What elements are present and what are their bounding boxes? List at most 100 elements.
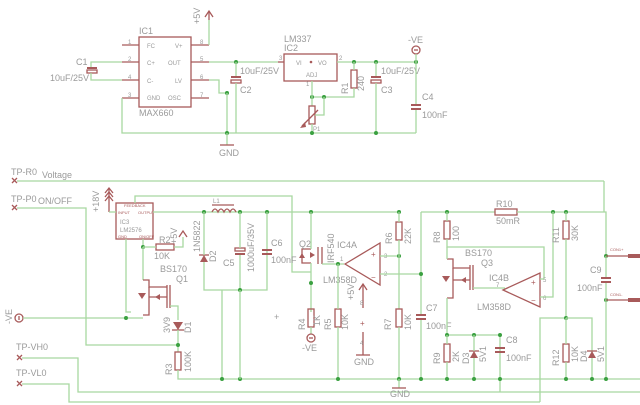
svg-text:Voltage: Voltage — [42, 170, 72, 180]
capacitor-c8[interactable]: C8 100nF — [495, 335, 532, 363]
neg-ve-symbol-top: -VE — [408, 35, 423, 55]
svg-text:OSC: OSC — [168, 96, 182, 102]
ic3-lm2576[interactable]: FEEDBACK INPUT OUTPUT GND ON/OFF IC3 LM2… — [115, 202, 155, 240]
gnd-symbol-top: GND — [219, 133, 240, 158]
transistor-q2[interactable]: Q2 IRF540 — [299, 233, 336, 264]
svg-text:100: 100 — [451, 226, 461, 241]
testpoint-tp-vl0[interactable]: TP-VL0 — [16, 368, 47, 387]
capacitor-c2[interactable]: C2 10uF/25V — [230, 66, 279, 95]
ic1-ref: IC1 — [139, 26, 153, 36]
svg-text:+: + — [371, 250, 376, 259]
svg-text:7: 7 — [496, 283, 500, 289]
svg-text:LM358D: LM358D — [323, 275, 358, 285]
svg-text:C4: C4 — [422, 92, 434, 102]
svg-text:10K: 10K — [340, 314, 350, 330]
svg-text:+5V: +5V — [192, 8, 202, 24]
svg-text:GND: GND — [118, 234, 127, 239]
capacitor-c3[interactable]: C3 10uF/25V — [370, 66, 420, 95]
svg-text:R10: R10 — [496, 199, 513, 209]
potentiometer-p1[interactable]: P1 — [300, 105, 321, 133]
resistor-r9[interactable]: R9 2K — [432, 343, 461, 364]
svg-text:10K: 10K — [154, 251, 170, 261]
svg-text:6: 6 — [543, 296, 547, 302]
svg-text:FEEDBACK: FEEDBACK — [124, 203, 146, 208]
capacitor-c4[interactable]: C4 100nF — [411, 92, 448, 120]
svg-text:1000uF/35V: 1000uF/35V — [246, 223, 256, 272]
testpoint-tp-vh0[interactable]: TP-VH0 — [16, 342, 48, 361]
svg-text:OUT: OUT — [168, 61, 181, 67]
ic2-lm337[interactable]: LM337 IC2 VI VO ADJ 3 2 1 — [279, 34, 343, 88]
svg-text:100nF: 100nF — [422, 110, 448, 120]
connector-con1-minus[interactable]: CON1- — [606, 292, 640, 302]
svg-text:C1: C1 — [76, 57, 88, 67]
transistor-q3[interactable]: BS170 Q3 — [442, 248, 493, 299]
resistor-r7[interactable]: R7 10K — [383, 308, 413, 330]
svg-text:5: 5 — [543, 278, 547, 284]
resistor-r1[interactable]: R1 240 — [340, 69, 366, 94]
svg-text:CON1-: CON1- — [610, 292, 623, 297]
resistor-r4[interactable]: R4 1K — [297, 308, 322, 330]
ic4b-opamp[interactable]: + − IC4B LM358D 5 6 7 — [477, 271, 547, 312]
svg-text:R4: R4 — [297, 318, 307, 330]
connector-con1-plus[interactable]: CON1+ — [606, 247, 640, 258]
svg-text:OUTPUT: OUTPUT — [138, 210, 155, 215]
svg-text:ADJ: ADJ — [306, 73, 317, 79]
svg-text:IC4A: IC4A — [337, 240, 357, 250]
plus18v-symbol: +18V — [91, 186, 114, 212]
svg-text:GND: GND — [390, 389, 411, 399]
svg-text:2: 2 — [339, 56, 343, 62]
svg-text:TP-P0: TP-P0 — [11, 194, 37, 204]
capacitor-c6[interactable]: C6 100nF — [262, 238, 297, 265]
svg-text:+5V: +5V — [169, 228, 179, 244]
diode-d4[interactable]: D4 5V1 — [579, 346, 606, 362]
svg-text:C-: C- — [147, 79, 153, 85]
testpoint-tp-p0[interactable]: TP-P0 ON/OFF — [11, 194, 72, 211]
ic1-part: MAX660 — [139, 108, 174, 118]
plus5v-symbol-r2: +5V — [169, 228, 188, 244]
svg-text:GND: GND — [147, 96, 161, 102]
svg-text:2: 2 — [128, 57, 132, 63]
svg-text:1K: 1K — [312, 315, 322, 326]
svg-text:10uF/25V: 10uF/25V — [50, 73, 89, 83]
svg-text:50mR: 50mR — [496, 216, 521, 226]
svg-text:FC: FC — [147, 44, 156, 50]
capacitor-c7[interactable]: C7 100nF — [416, 303, 452, 331]
svg-text:LM358D: LM358D — [477, 302, 512, 312]
resistor-r10[interactable]: R10 50mR — [494, 199, 521, 226]
ic1-max660[interactable]: IC1 MAX660 FC C+ C- GND V+ OUT LV OSC 1 … — [122, 26, 209, 118]
svg-text:1: 1 — [340, 257, 344, 263]
svg-text:100nF: 100nF — [426, 321, 452, 331]
capacitor-c9[interactable]: C9 100nF — [577, 265, 611, 293]
svg-text:3: 3 — [279, 56, 283, 62]
svg-text:Q2: Q2 — [299, 239, 311, 249]
svg-text:D4: D4 — [579, 350, 589, 362]
svg-text:D2: D2 — [208, 250, 218, 262]
svg-text:8: 8 — [200, 40, 204, 46]
svg-text:TP-VL0: TP-VL0 — [16, 368, 47, 378]
svg-text:R5: R5 — [323, 318, 333, 330]
svg-text:R7: R7 — [383, 318, 393, 330]
svg-text:30K: 30K — [570, 225, 580, 241]
svg-text:+5V: +5V — [346, 284, 356, 300]
capacitor-c1[interactable]: C1 10uF/25V — [50, 57, 98, 83]
svg-text:BS170: BS170 — [160, 264, 187, 274]
resistor-r5[interactable]: R5 10K — [323, 308, 350, 330]
testpoint-tp-r0[interactable]: TP-R0 Voltage — [11, 167, 72, 184]
svg-text:-VE: -VE — [302, 343, 317, 353]
svg-text:R9: R9 — [432, 352, 442, 364]
inductor-l1[interactable]: L1 — [211, 199, 237, 214]
svg-text:−: − — [371, 273, 376, 282]
svg-text:R6: R6 — [384, 232, 394, 244]
svg-text:LM2576: LM2576 — [120, 228, 142, 234]
diode-d2[interactable]: 1N5822 D2 — [192, 220, 218, 262]
ic4-power-pins: +5V 8 + 4 GND — [346, 282, 375, 367]
ic4a-opamp[interactable]: + − IC4A LM358D 3 2 1 — [323, 240, 388, 287]
svg-text:100nF: 100nF — [577, 283, 603, 293]
transistor-q1[interactable]: BS170 Q1 — [138, 264, 188, 316]
svg-text:2K: 2K — [451, 351, 461, 362]
svg-text:10K: 10K — [570, 346, 580, 362]
origin-cross: + — [274, 312, 279, 322]
svg-text:R2: R2 — [159, 235, 171, 245]
svg-text:−: − — [531, 296, 536, 305]
